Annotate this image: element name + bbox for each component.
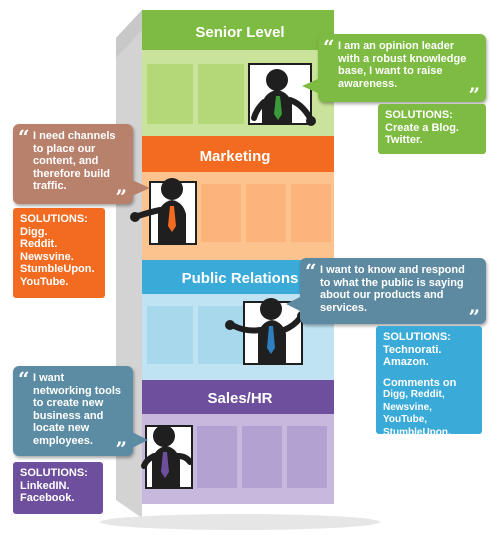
solutions-box-pr: SOLUTIONS: Technorati. Amazon. Comments …	[376, 326, 482, 438]
bubble-tail	[286, 296, 302, 312]
bubble-tail	[132, 432, 148, 448]
person-senior-icon	[251, 69, 316, 126]
solution-item: Reddit.	[20, 238, 58, 250]
solution-note: Newsvine, YouTube,	[383, 401, 432, 426]
quote-close-icon: ”	[468, 83, 480, 107]
solutions-heading: SOLUTIONS:	[385, 109, 453, 121]
solution-item: LinkedIN.	[20, 479, 70, 492]
quote-open-icon: “	[305, 259, 317, 283]
solution-note: Digg, Reddit,	[383, 389, 445, 400]
solution-item: Facebook.	[20, 492, 75, 504]
window	[147, 64, 193, 124]
solutions-box-marketing: SOLUTIONS: Digg. Reddit. Newsvine. Stumb…	[13, 208, 105, 298]
floor-label-pr: Public Relations	[182, 270, 299, 287]
floor-band-senior	[142, 10, 334, 50]
quote-open-icon: “	[18, 125, 30, 149]
window	[291, 184, 331, 242]
bubble-text-senior: I am an opinion leader with a robust kno…	[338, 40, 467, 90]
solutions-heading: SOLUTIONS:	[20, 213, 88, 225]
speech-bubble-marketing: “ I need channels to place our content, …	[13, 124, 133, 209]
quote-close-icon: ”	[115, 185, 127, 209]
quote-close-icon: ”	[468, 305, 480, 329]
floor-label-senior: Senior Level	[195, 24, 284, 41]
solution-item: Digg.	[20, 225, 48, 238]
bubble-text-pr: I want to know and respond to what the p…	[320, 264, 465, 314]
floor-label-sales: Sales/HR	[207, 390, 272, 407]
solution-item: Twitter.	[385, 134, 423, 146]
window	[287, 426, 327, 488]
solution-item: YouTube.	[20, 275, 69, 288]
solution-item: StumbleUpon.	[20, 263, 95, 275]
window	[246, 184, 286, 242]
person-sales-icon	[141, 425, 193, 488]
solution-note: StumbleUpon.	[383, 426, 451, 438]
bubble-text-marketing: I need channels to place our content, an…	[33, 130, 116, 192]
bubble-tail	[132, 180, 150, 196]
window	[197, 426, 237, 488]
window	[201, 184, 241, 242]
solution-item: Newsvine.	[20, 250, 74, 263]
person-pr-icon	[225, 298, 307, 364]
solutions-box-senior: SOLUTIONS: Create a Blog. Twitter.	[378, 104, 486, 154]
ground-shadow	[100, 514, 380, 530]
quote-open-icon: “	[18, 367, 30, 391]
floor-band-sales	[142, 380, 334, 414]
solution-item: Amazon.	[383, 356, 429, 368]
speech-bubble-senior: “ I am an opinion leader with a robust k…	[318, 34, 486, 107]
speech-bubble-sales: “ I want networking tools to create new …	[13, 366, 133, 461]
quote-close-icon: ”	[115, 437, 127, 461]
solutions-heading: SOLUTIONS:	[383, 331, 451, 343]
quote-open-icon: “	[323, 35, 335, 59]
window	[242, 426, 282, 488]
person-marketing-icon	[130, 178, 186, 244]
solution-item: Create a Blog.	[385, 121, 459, 134]
floor-label-marketing: Marketing	[200, 148, 271, 165]
window	[198, 306, 244, 364]
speech-bubble-pr: “ I want to know and respond to what the…	[300, 258, 486, 329]
solutions-heading: SOLUTIONS:	[20, 467, 88, 479]
floor-band-marketing	[142, 136, 334, 172]
bubble-tail	[302, 78, 320, 94]
bubble-text-sales: I want networking tools to create new bu…	[33, 372, 121, 447]
solutions-box-sales: SOLUTIONS: LinkedIN. Facebook.	[13, 462, 103, 514]
solution-note: Comments on	[383, 376, 457, 389]
window	[147, 306, 193, 364]
solution-item: Technorati.	[383, 343, 442, 356]
window	[198, 64, 244, 124]
